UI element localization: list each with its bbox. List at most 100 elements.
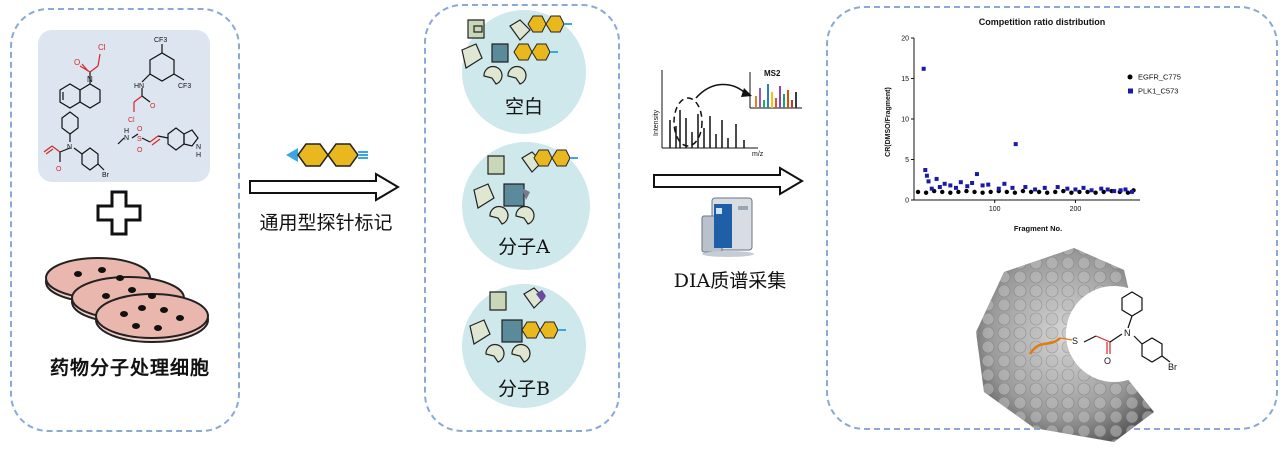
mol1-cl-label: Cl xyxy=(98,43,106,52)
mol4-n-label: N xyxy=(124,135,129,142)
plk1-data-point xyxy=(923,168,928,173)
plk1-data-point xyxy=(1013,142,1018,147)
plk1-data-point xyxy=(980,183,985,188)
plk1-data-point xyxy=(934,176,939,181)
process-arrow-1 xyxy=(249,172,400,202)
mol2-cf3-right-label: CF3 xyxy=(178,83,191,90)
plk1-data-point xyxy=(953,185,958,190)
plk1-data-point xyxy=(1065,186,1070,191)
mol2-cf3-top-label: CF3 xyxy=(154,37,167,44)
plk1-data-point xyxy=(1123,187,1128,192)
ms2-label: MS2 xyxy=(764,69,781,78)
process-arrow-2 xyxy=(653,166,804,196)
egfr-data-point xyxy=(1061,188,1066,194)
plk1-data-point xyxy=(974,172,979,177)
structure-o-label: O xyxy=(1104,356,1111,366)
plk1-data-point xyxy=(1073,187,1078,192)
egfr-data-point xyxy=(1036,189,1042,195)
mol4-h-label: H xyxy=(124,128,129,135)
mol4-ring-h-label: H xyxy=(196,152,201,159)
plk1-data-point xyxy=(1010,185,1015,190)
egfr-data-point xyxy=(1028,189,1034,195)
legend-label: EGFR_C775 xyxy=(1138,73,1181,82)
mol2-o-label: O xyxy=(150,103,156,110)
protein-structure-image: S O N Br xyxy=(976,248,1177,442)
structure-s-label: S xyxy=(1072,336,1078,346)
molecule-1 xyxy=(59,53,101,109)
egfr-data-point xyxy=(1085,189,1090,195)
probe-icon xyxy=(286,143,368,167)
plk1-data-point xyxy=(1081,185,1086,190)
egfr-data-point xyxy=(988,189,993,195)
chart-x-tick-label: 200 xyxy=(1070,206,1082,213)
chart-title: Competition ratio distribution xyxy=(979,17,1106,27)
plk1-data-point xyxy=(924,173,929,178)
cell-dishes-image xyxy=(45,257,209,343)
mol4-o2-label: O xyxy=(137,147,143,154)
blank-label: 空白 xyxy=(504,96,543,118)
plk1-data-point xyxy=(937,185,942,190)
egfr-data-point xyxy=(972,189,977,195)
mol3-br-label: Br xyxy=(102,172,110,179)
molecule-4 xyxy=(117,127,199,151)
plk1-data-point xyxy=(926,179,931,184)
competition-panel xyxy=(424,4,620,432)
chart-y-tick-label: 20 xyxy=(901,36,909,43)
plk1-data-point xyxy=(970,180,975,185)
intensity-label: Intensity xyxy=(653,109,660,136)
plk1-data-point xyxy=(1099,186,1104,191)
mol3-o-label: O xyxy=(56,166,62,173)
egfr-data-point xyxy=(940,189,945,195)
molecule-3 xyxy=(43,111,105,171)
plk1-data-point xyxy=(1002,181,1007,186)
plk1-data-point xyxy=(958,180,963,185)
chart-y-tick-label: 15 xyxy=(901,76,909,83)
mol3-n-label: N xyxy=(67,144,72,151)
drug-treatment-label: 药物分子处理细胞 xyxy=(49,357,210,379)
molecule-structures: Cl O N CF3 CF3 HN O Cl O N Br xyxy=(38,30,210,182)
mol4-o1-label: O xyxy=(137,126,143,133)
legend-marker-plk1 xyxy=(1128,88,1133,94)
chart-ylabel: CR(DMSO/Fragment) xyxy=(885,87,892,157)
molecule-a-circle xyxy=(462,142,590,270)
plk1-data-point xyxy=(948,183,953,188)
plk1-data-point xyxy=(996,186,1001,191)
plk1-data-point xyxy=(942,181,947,186)
egfr-data-point xyxy=(1053,189,1058,195)
ms-spectrum-icon: MS2 Intensity m/z xyxy=(653,69,802,158)
egfr-data-point xyxy=(964,188,969,194)
egfr-data-point xyxy=(1044,190,1050,195)
egfr-data-point xyxy=(1012,190,1018,195)
chart-x-tick-label: 100 xyxy=(989,206,1001,213)
mz-label: m/z xyxy=(752,151,764,158)
mol4-ring-n-label: N xyxy=(196,144,201,151)
egfr-data-point xyxy=(948,190,953,195)
mol1-n-label: N xyxy=(87,75,93,84)
chart-y-tick-label: 0 xyxy=(905,198,909,205)
plk1-data-point xyxy=(929,186,934,191)
egfr-data-point xyxy=(1125,190,1131,195)
mol2-nh-label: HN xyxy=(134,83,144,90)
molecule-b-circle xyxy=(462,284,586,408)
structure-n-label: N xyxy=(1124,328,1131,338)
mass-spectrometer-image xyxy=(701,197,754,257)
probe-labeling-label: 通用型探针标记 xyxy=(259,212,393,234)
plk1-data-point xyxy=(1118,188,1123,193)
egfr-data-point xyxy=(1101,189,1106,195)
plk1-data-point xyxy=(1129,189,1134,194)
egfr-data-point xyxy=(1020,188,1026,194)
egfr-data-point xyxy=(923,190,929,195)
plk1-data-point xyxy=(1105,187,1110,192)
egfr-data-point xyxy=(980,190,985,195)
plus-icon xyxy=(96,190,142,236)
plk1-data-point xyxy=(986,182,991,187)
egfr-data-point xyxy=(915,189,921,195)
plk1-data-point xyxy=(921,66,926,71)
molecule-b-label: 分子B xyxy=(498,378,550,400)
dia-ms-label: DIA质谱采集 xyxy=(673,270,787,292)
drug-treatment-panel xyxy=(10,8,240,432)
protein-circles xyxy=(461,10,590,408)
chart-y-tick-label: 5 xyxy=(905,157,909,164)
legend-marker-egfr xyxy=(1127,74,1133,80)
mol4-s-label: S xyxy=(137,136,142,143)
